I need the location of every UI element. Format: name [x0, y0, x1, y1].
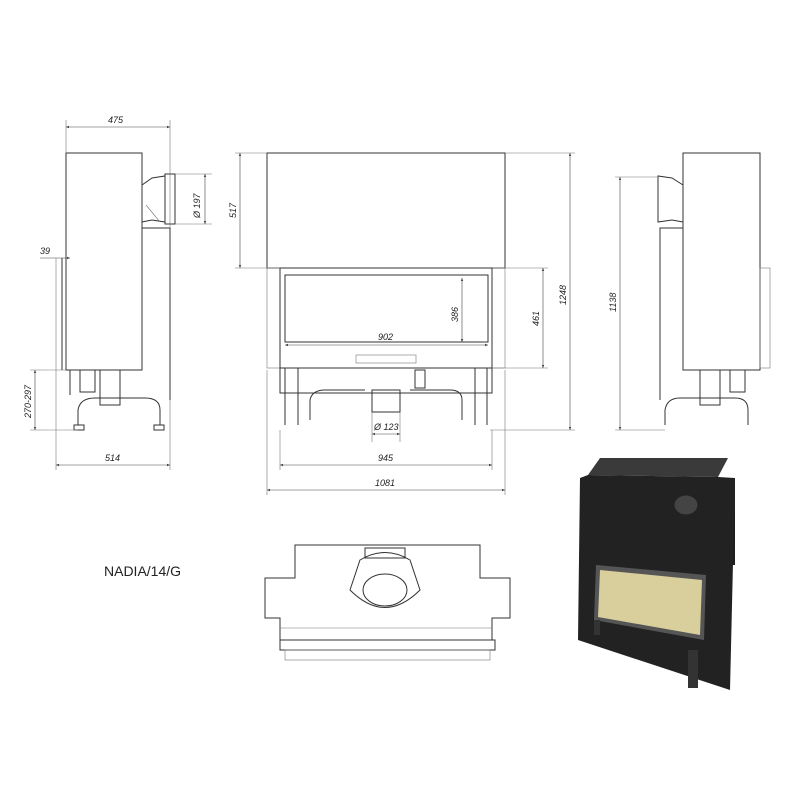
dim-glass-width: 902 [378, 332, 393, 342]
dim-door-height: 461 [531, 311, 541, 326]
dim-air-inlet-diameter: Ø 123 [373, 422, 399, 432]
dim-top-panel-height: 517 [228, 202, 238, 218]
front-view: 517 386 902 461 1248 Ø 123 945 1081 [228, 152, 575, 495]
dim-flue-diameter: Ø 197 [192, 192, 202, 219]
dim-total-height: 1248 [558, 285, 568, 305]
model-name: NADIA/14/G [104, 563, 182, 579]
product-render [578, 458, 735, 690]
right-side-view: 1138 [608, 152, 771, 431]
left-side-view: 475 Ø 197 39 270-297 514 [23, 115, 212, 470]
dim-side-depth-top: 475 [108, 115, 124, 125]
dim-leg-height: 270-297 [23, 384, 33, 419]
dim-frame-width: 945 [378, 453, 394, 463]
top-view [264, 544, 511, 661]
dim-front-offset: 39 [40, 246, 50, 256]
dim-side-height-right: 1138 [608, 293, 618, 312]
dim-total-width: 1081 [375, 478, 395, 488]
dim-side-depth-bottom: 514 [105, 453, 120, 463]
dim-glass-height: 386 [450, 307, 460, 322]
